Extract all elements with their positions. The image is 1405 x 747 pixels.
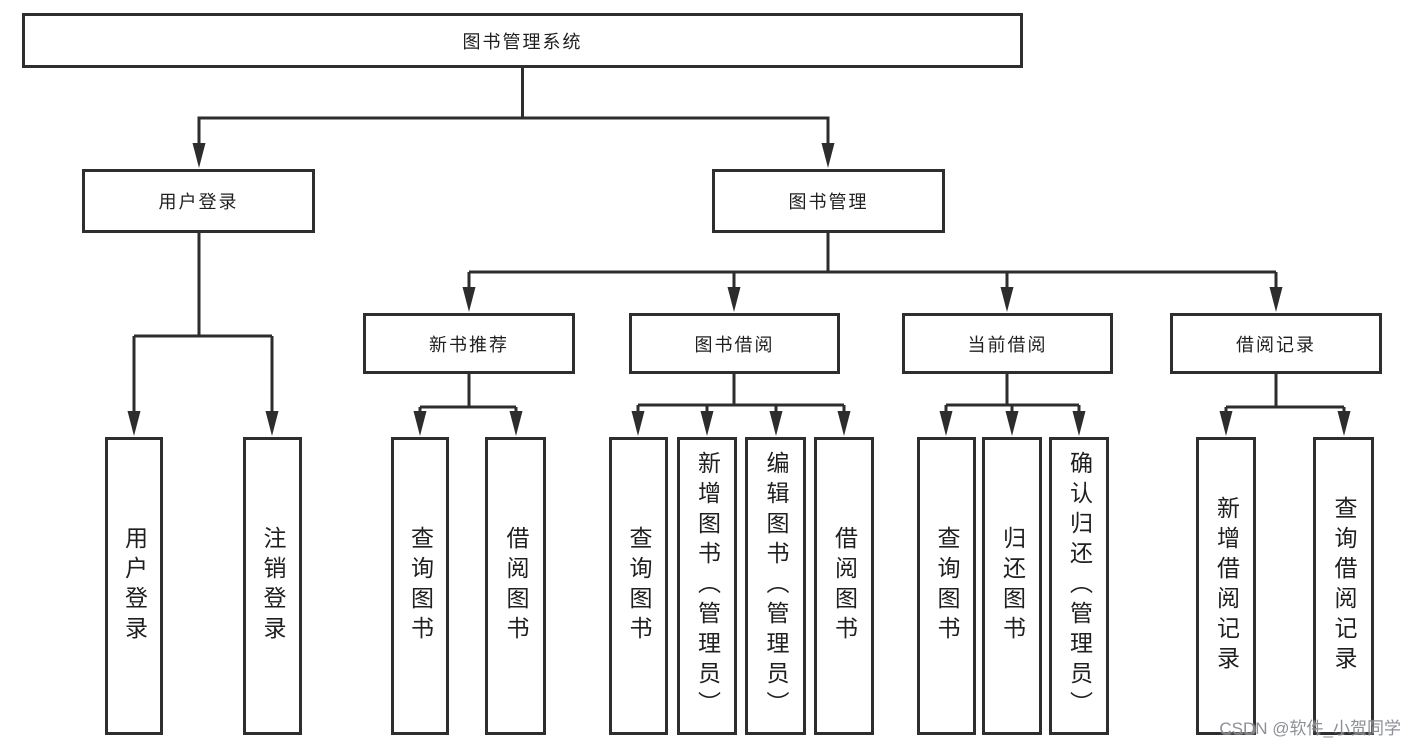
arrowhead: [1269, 287, 1283, 312]
node-user-login-group: 用户登录: [82, 169, 315, 233]
node-library-management-system: 图书管理系统: [22, 13, 1023, 68]
node-borrow-books-2: 借阅图书: [814, 437, 874, 735]
arrowhead: [192, 143, 206, 168]
node-borrow-books-1: 借阅图书: [485, 437, 546, 735]
arrowhead: [413, 411, 427, 436]
arrowhead: [462, 287, 476, 312]
arrowhead: [265, 411, 279, 436]
node-confirm-return-admin: 确认归还（管理员）: [1049, 437, 1109, 735]
node-book-management: 图书管理: [712, 169, 945, 233]
arrowhead: [821, 143, 835, 168]
connector-book-mgmt-branch: [467, 233, 1278, 292]
arrowhead: [127, 411, 141, 436]
connector-book-borrow-branch: [636, 374, 846, 416]
arrowhead: [837, 411, 851, 436]
node-borrowing-records: 借阅记录: [1170, 313, 1382, 374]
node-edit-book-admin: 编辑图书（管理员）: [745, 437, 806, 735]
arrowhead: [631, 411, 645, 436]
node-query-books-1: 查询图书: [391, 437, 449, 735]
arrowhead: [700, 411, 714, 436]
node-query-books-2: 查询图书: [609, 437, 668, 735]
node-query-books-3: 查询图书: [917, 437, 976, 735]
arrowhead: [939, 411, 953, 436]
watermark-text: CSDN @软件_小贺同学: [1219, 719, 1401, 738]
arrowhead: [1219, 411, 1233, 436]
arrowhead: [509, 411, 523, 436]
node-book-borrowing: 图书借阅: [629, 313, 840, 374]
connector-root-to-level2: [197, 68, 830, 148]
node-add-book-admin: 新增图书（管理员）: [677, 437, 737, 735]
node-new-book-recommendation: 新书推荐: [363, 313, 575, 374]
node-query-borrow-record: 查询借阅记录: [1313, 437, 1374, 735]
arrowhead: [1072, 411, 1086, 436]
node-logout: 注销登录: [243, 437, 302, 735]
node-user-login-leaf: 用户登录: [105, 437, 163, 735]
connector-current-borrow-branch: [944, 374, 1081, 416]
arrowhead: [727, 287, 741, 312]
node-add-borrow-record: 新增借阅记录: [1196, 437, 1256, 735]
connector-new-book-branch: [418, 374, 518, 416]
node-return-book: 归还图书: [982, 437, 1042, 735]
arrowhead: [1005, 411, 1019, 436]
node-current-borrowing: 当前借阅: [902, 313, 1113, 374]
arrowhead: [1337, 411, 1351, 436]
arrowhead: [769, 411, 783, 436]
arrowhead: [1000, 287, 1014, 312]
connector-user-login-branch: [132, 233, 274, 416]
connector-borrow-record-branch: [1224, 374, 1346, 416]
